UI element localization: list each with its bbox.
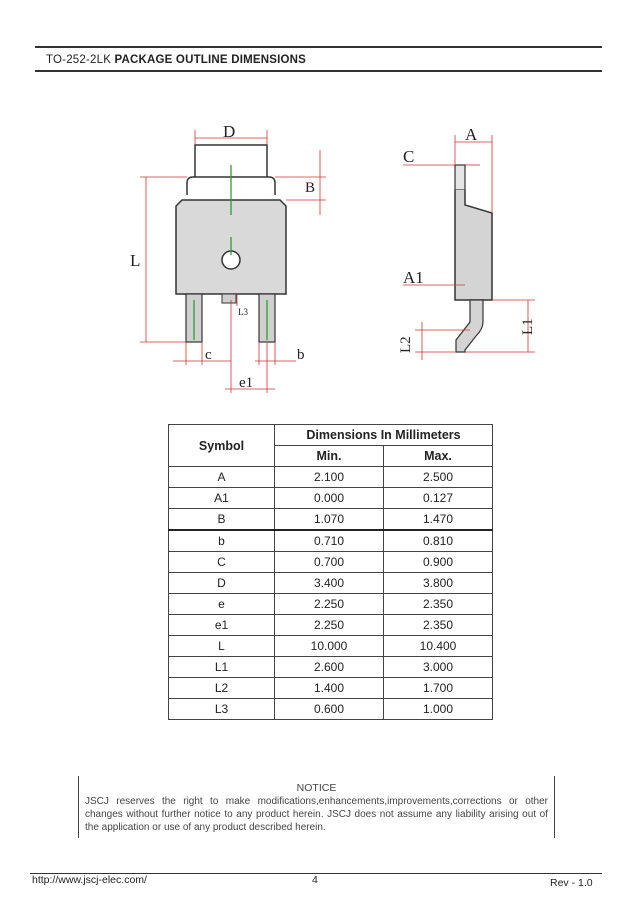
- max-header: Max.: [383, 445, 493, 467]
- cell-symbol: L1: [168, 656, 275, 678]
- group-header: Dimensions In Millimeters: [274, 424, 493, 446]
- label-c: c: [205, 347, 212, 363]
- cell-symbol: A1: [168, 487, 275, 509]
- cell-symbol: e1: [168, 614, 275, 636]
- cell-min: 10.000: [274, 635, 384, 657]
- cell-max: 10.400: [383, 635, 493, 657]
- cell-min: 1.070: [274, 508, 384, 531]
- cell-min: 0.700: [274, 551, 384, 573]
- cell-min: 0.000: [274, 487, 384, 509]
- footer-rule: [30, 873, 602, 874]
- label-L3: L3: [238, 307, 248, 317]
- front-view: D B L L3 c b e1: [130, 122, 326, 393]
- label-L1: L1: [520, 318, 536, 335]
- cell-min: 2.250: [274, 593, 384, 615]
- cell-max: 0.810: [383, 529, 493, 552]
- side-body: [454, 190, 493, 301]
- label-D: D: [223, 122, 235, 141]
- dim-lower: [173, 294, 296, 393]
- cell-symbol: B: [168, 508, 275, 531]
- top-tab-outline: [194, 144, 268, 177]
- label-B: B: [305, 180, 315, 196]
- cell-min: 2.600: [274, 656, 384, 678]
- cell-max: 1.000: [383, 698, 493, 720]
- cell-symbol: L3: [168, 698, 275, 720]
- cell-symbol: L2: [168, 677, 275, 699]
- side-tab: [454, 164, 466, 191]
- dim-side: [403, 135, 535, 360]
- cell-max: 3.000: [383, 656, 493, 678]
- notice-title: NOTICE: [296, 782, 337, 794]
- cell-min: 2.250: [274, 614, 384, 636]
- header-top-rule: [35, 46, 602, 48]
- min-header: Min.: [274, 445, 384, 467]
- dimensions-table: Symbol Dimensions In Millimeters Min. Ma…: [168, 424, 493, 720]
- dim-D: [194, 130, 268, 145]
- part-number: TO-252-2LK: [46, 54, 112, 66]
- side-lead: [455, 299, 484, 353]
- cell-symbol: C: [168, 551, 275, 573]
- dim-B: [275, 150, 326, 215]
- label-C: C: [403, 147, 414, 166]
- cell-max: 0.127: [383, 487, 493, 509]
- cell-symbol: A: [168, 466, 275, 488]
- cell-min: 0.710: [274, 529, 384, 552]
- cell-max: 2.350: [383, 593, 493, 615]
- cell-max: 2.350: [383, 614, 493, 636]
- notice-box: NOTICE JSCJ reserves the right to make m…: [78, 776, 555, 838]
- cell-symbol: D: [168, 572, 275, 594]
- cell-min: 3.400: [274, 572, 384, 594]
- label-A1: A1: [403, 268, 424, 287]
- cell-min: 0.600: [274, 698, 384, 720]
- side-view: A C A1 L1 L2: [398, 125, 536, 360]
- cell-max: 0.900: [383, 551, 493, 573]
- lead-stub: [221, 293, 237, 304]
- cell-max: 1.700: [383, 677, 493, 699]
- symbol-header: Symbol: [168, 424, 275, 467]
- cell-max: 1.470: [383, 508, 493, 531]
- label-L: L: [130, 251, 140, 270]
- cell-symbol: e: [168, 593, 275, 615]
- notice-text: JSCJ reserves the right to make modifica…: [85, 796, 548, 833]
- cell-min: 1.400: [274, 677, 384, 699]
- label-e1: e1: [239, 375, 253, 391]
- label-b: b: [297, 347, 305, 363]
- footer-url: http://www.jscj-elec.com/: [32, 874, 147, 886]
- cell-max: 2.500: [383, 466, 493, 488]
- cell-max: 3.800: [383, 572, 493, 594]
- label-L2: L2: [398, 336, 414, 353]
- revision: Rev - 1.0: [550, 877, 593, 889]
- dim-L: [140, 176, 187, 343]
- package-outline-drawing: D B L L3 c b e1 A C A1 L1 L2: [130, 122, 536, 393]
- cell-symbol: b: [168, 529, 275, 552]
- page-title: TO-252-2LK PACKAGE OUTLINE DIMENSIONS: [46, 54, 306, 66]
- page-number: 4: [312, 874, 318, 886]
- title-text: PACKAGE OUTLINE DIMENSIONS: [114, 54, 307, 66]
- cell-symbol: L: [168, 635, 275, 657]
- label-A: A: [465, 125, 478, 144]
- cell-min: 2.100: [274, 466, 384, 488]
- header-bottom-rule: [35, 70, 602, 72]
